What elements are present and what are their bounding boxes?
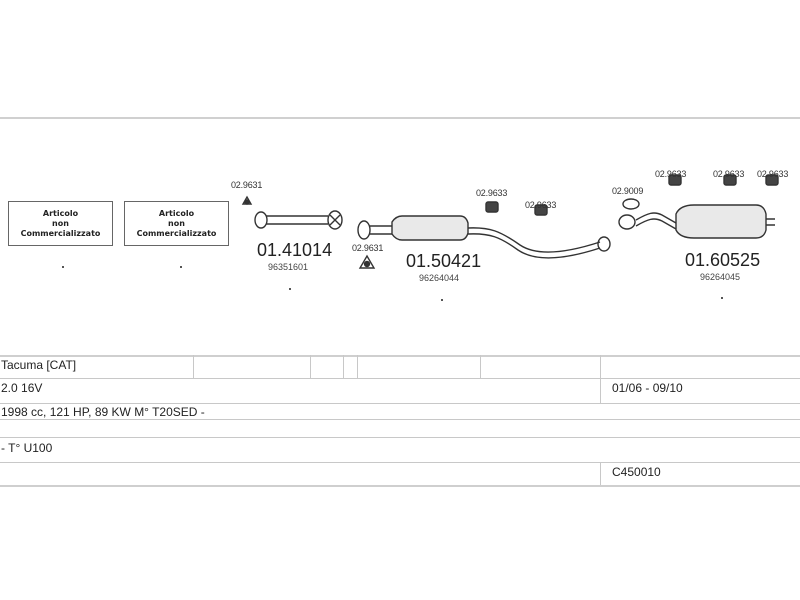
table-line	[0, 485, 800, 487]
fitting-label: 02.9633	[525, 200, 557, 210]
fitting-label: 02.9633	[476, 188, 508, 198]
not-commercialized-box-2: Articolo non Commercializzato	[124, 201, 229, 246]
vehicle-model: Tacuma [CAT]	[1, 358, 77, 372]
marker-dot	[62, 266, 64, 268]
table-line	[0, 419, 800, 420]
marker-dot	[289, 288, 291, 290]
box-line: Articolo	[42, 208, 79, 218]
table-divider	[310, 355, 311, 378]
table-divider	[600, 462, 601, 485]
table-line	[0, 462, 800, 463]
table-divider	[600, 355, 601, 403]
rear-silencer-icon	[635, 204, 775, 239]
part-oem-number: 96351601	[268, 262, 309, 272]
fitting-label: 02.9009	[612, 186, 644, 196]
table-divider	[357, 355, 358, 378]
box-line: Articolo	[158, 208, 195, 218]
table-line	[0, 378, 800, 379]
exhaust-diagram: Articolo non Commercializzato Articolo n…	[0, 119, 800, 355]
part-code: 01.60525	[685, 250, 761, 270]
vehicle-specs: 1998 cc, 121 HP, 89 KW M° T20SED -	[1, 405, 205, 419]
vehicle-engine: 2.0 16V	[1, 381, 43, 395]
fitting-label: 02.9631	[231, 180, 263, 190]
fitting-label: 02.9633	[655, 169, 687, 179]
marker-dot	[441, 299, 443, 301]
marker-dot	[180, 266, 182, 268]
middle-silencer-icon	[357, 215, 611, 259]
frame-top-border	[0, 117, 800, 119]
clamp-icon	[241, 195, 253, 205]
clamp-icon	[358, 254, 376, 269]
fitting-label: 02.9633	[757, 169, 789, 179]
box-line: non	[52, 218, 69, 228]
box-line: Commercializzato	[136, 228, 217, 238]
table-line	[0, 437, 800, 438]
part-code: 01.41014	[257, 240, 333, 260]
box-line: non	[168, 218, 185, 228]
table-divider	[480, 355, 481, 378]
vehicle-period: 01/06 - 09/10	[612, 381, 683, 395]
part-oem-number: 96264044	[419, 273, 460, 283]
part-oem-number: 96264045	[700, 272, 741, 282]
fitting-label: 02.9633	[713, 169, 745, 179]
marker-dot	[721, 297, 723, 299]
system-code: C450010	[612, 465, 661, 479]
table-line	[0, 403, 800, 404]
part-code: 01.50421	[406, 251, 482, 271]
table-divider	[193, 355, 194, 378]
gasket-icon	[618, 198, 640, 230]
rubber-hanger-icon	[485, 174, 779, 216]
front-pipe-icon	[254, 210, 343, 230]
not-commercialized-box-1: Articolo non Commercializzato	[8, 201, 113, 246]
table-line	[0, 355, 800, 357]
vehicle-type: - T° U100	[1, 441, 53, 455]
table-divider	[343, 355, 344, 378]
box-line: Commercializzato	[20, 228, 101, 238]
fitting-label: 02.9631	[352, 243, 384, 253]
exhaust-parts-drawing	[241, 174, 779, 269]
